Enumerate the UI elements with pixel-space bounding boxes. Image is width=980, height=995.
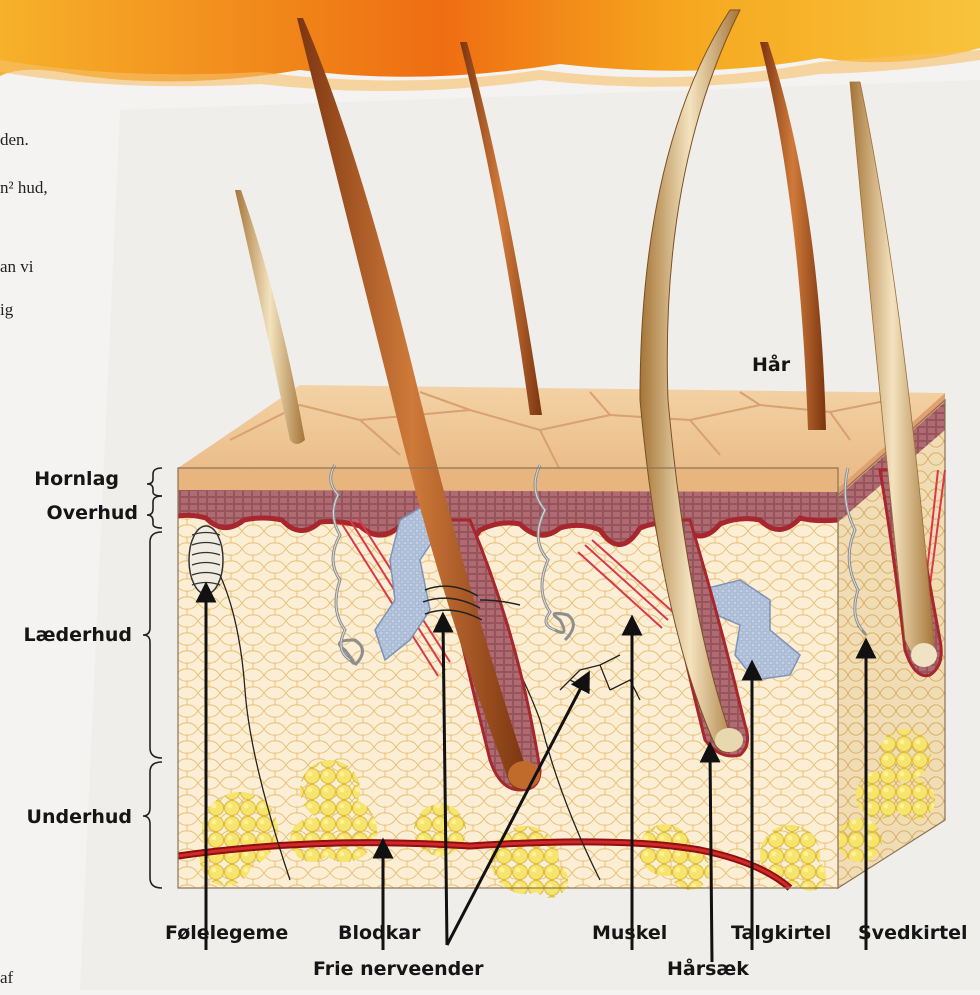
body-text-line-1: den. bbox=[0, 130, 29, 150]
label-haarsaek: Hårsæk bbox=[667, 958, 749, 980]
body-text-line-2: n² hud, bbox=[0, 178, 48, 198]
label-talgkirtel: Talgkirtel bbox=[731, 922, 831, 944]
label-underhud: Underhud bbox=[27, 806, 132, 828]
label-overhud: Overhud bbox=[47, 502, 138, 524]
label-haar: Hår bbox=[752, 354, 790, 376]
body-text-line-4: ig bbox=[0, 300, 13, 320]
label-laederhud: Læderhud bbox=[23, 624, 132, 646]
label-frie-nerveender: Frie nerveender bbox=[313, 958, 483, 980]
label-muskel: Muskel bbox=[592, 922, 667, 944]
body-text-line-3: an vi bbox=[0, 257, 34, 277]
label-blodkar: Blodkar bbox=[338, 922, 420, 944]
label-foelelegeme: Følelegeme bbox=[165, 922, 288, 944]
body-text-line-5: af bbox=[0, 968, 13, 988]
background-banner bbox=[0, 0, 980, 91]
label-hornlag: Hornlag bbox=[34, 468, 119, 490]
label-svedkirtel: Svedkirtel bbox=[858, 922, 968, 944]
